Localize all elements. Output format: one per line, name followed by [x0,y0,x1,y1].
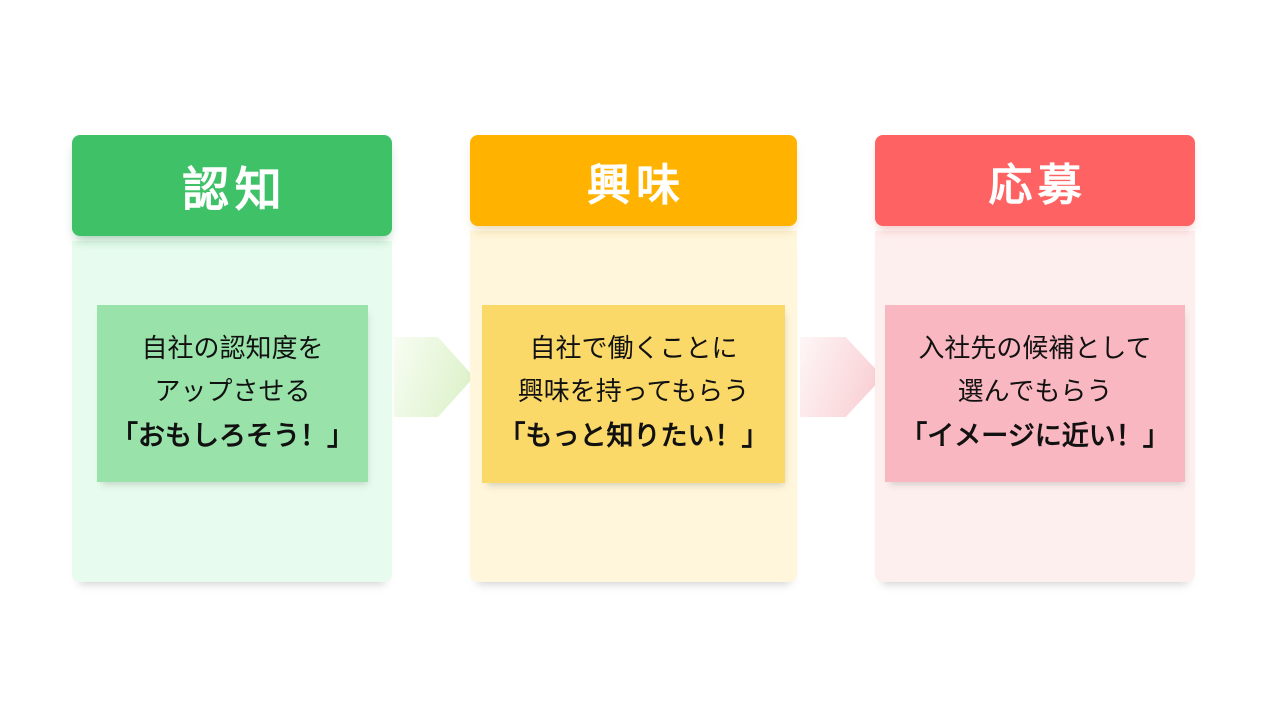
stage-interest-quote: 「もっと知りたい！」 [498,421,769,452]
arrow-awareness-to-interest-icon [394,337,474,417]
stage-awareness-line2: アップさせる [154,376,311,407]
stage-awareness-quote: 「おもしろそう！」 [111,420,354,452]
stage-application-header-label: 応募 [988,159,1087,211]
stage-interest-header-label: 興味 [586,159,686,211]
arrow-interest-to-application-icon [800,337,883,417]
stage-application-quote: 「イメージに近い！」 [900,420,1170,452]
stage-awareness-card: 自社の認知度を アップさせる 「おもしろそう！」 [97,305,368,482]
stage-interest-header: 興味 [470,135,797,226]
stage-application-header: 応募 [875,135,1195,226]
stage-awareness-body: 自社の認知度を アップさせる 「おもしろそう！」 [72,241,392,582]
stage-application-body: 入社先の候補として 選んでもらう 「イメージに近い！」 [875,231,1195,582]
stage-interest-line2: 興味を持ってもらう [517,377,750,407]
stage-awareness-line1: 自社の認知度を [141,333,324,364]
stage-application-line1: 入社先の候補として [918,333,1152,364]
stage-interest-body: 自社で働くことに 興味を持ってもらう 「もっと知りたい！」 [470,231,797,582]
stage-application-line2: 選んでもらう [957,376,1113,407]
stage-awareness-header: 認知 [72,135,392,236]
stage-awareness-header-label: 認知 [182,163,288,218]
stage-interest-line1: 自社で働くことに [529,334,738,364]
stage-application-card: 入社先の候補として 選んでもらう 「イメージに近い！」 [885,305,1185,482]
stage-interest-card: 自社で働くことに 興味を持ってもらう 「もっと知りたい！」 [482,305,785,483]
